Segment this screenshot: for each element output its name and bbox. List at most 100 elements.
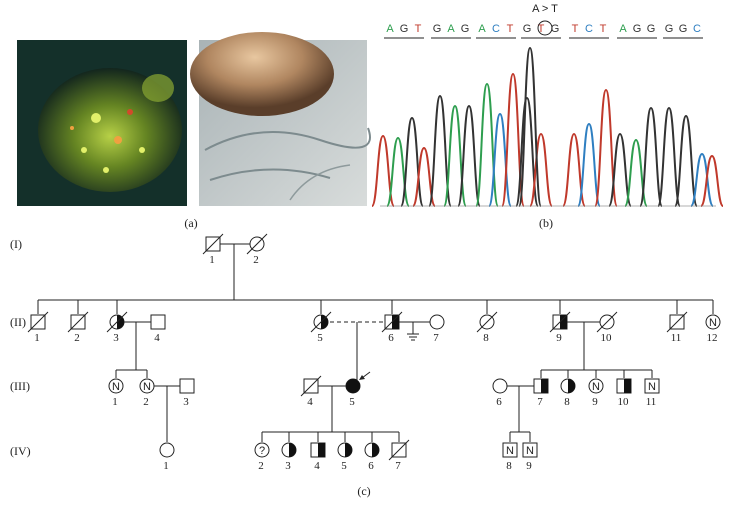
deceased-slash [476,311,498,333]
individual-number: 4 [154,332,160,344]
chromatogram-peak [457,104,481,207]
individual-number: 6 [368,460,374,472]
base-letter: G [679,23,688,35]
deceased-slash [596,311,618,333]
individual-number: 8 [564,396,570,408]
individual-number: 2 [74,332,80,344]
chromatogram-peak [657,106,681,207]
individual-number: 10 [601,332,613,344]
chromatogram-peak [608,132,632,207]
proband-arrowhead [359,375,365,380]
individual-II-4: 4 [150,314,166,344]
status-mark: N [506,445,514,457]
generation-label-I: (I) [10,237,22,251]
base-letter: G [633,23,642,35]
panel-a: (a) [17,32,371,230]
individual-number: 5 [341,460,347,472]
individual-IV-8: N8 [502,442,518,472]
deceased-slash [310,311,332,333]
status-mark: N [143,381,151,393]
deceased-slash [202,233,224,255]
individual-number: 7 [433,332,439,344]
individual-IV-3: 3 [281,442,297,472]
mutation-highlight-circle [537,20,553,36]
base-letter: C [492,23,500,35]
individual-number: 7 [537,396,543,408]
chromatogram-peak [501,72,525,207]
individual-II-8: 8 [476,311,498,344]
female-symbol [254,442,270,458]
deceased-slash [666,311,688,333]
individual-number: 9 [556,332,562,344]
individual-IV-9: N9 [522,442,538,472]
chromatogram-peak [529,132,553,207]
individual-II-1: 1 [27,311,49,344]
immunohistochemistry-micrograph [190,32,371,206]
chromatogram-peak [400,116,424,207]
individual-I-2: 2 [246,233,268,266]
individual-III-4: 4 [300,375,322,408]
individual-number: 2 [258,460,264,472]
carrier-fill [117,315,124,329]
individual-II-3: 3 [106,311,128,344]
individual-III-10: 10 [616,378,632,408]
deceased-slash [381,311,403,333]
carrier-fill [568,379,575,393]
male-symbol [502,442,518,458]
base-letter: T [415,23,422,35]
individual-number: 8 [506,460,512,472]
individual-number: 6 [388,332,394,344]
individual-IV-1: 1 [159,442,175,472]
individual-II-9: 9 [549,311,571,344]
female-symbol [705,314,721,330]
individual-IV-6: 6 [364,442,380,472]
individual-III-1: N1 [108,378,124,408]
base-letter: G [433,23,442,35]
individual-number: 3 [285,460,291,472]
chromatogram-peak [674,114,698,207]
individual-number: 4 [307,396,313,408]
deceased-slash [549,311,571,333]
generation-label-II: (II) [10,315,26,329]
panel-a-caption: (a) [184,216,197,230]
base-letter: G [400,23,409,35]
affected-fill [346,379,360,393]
chromatogram-trace [371,46,724,207]
individual-III-11: N11 [644,378,660,408]
base-letter: T [600,23,607,35]
individual-III-7: 7 [533,378,549,408]
status-mark: N [592,381,600,393]
status-mark: N [112,381,120,393]
base-letter: T [572,23,579,35]
individual-number: 8 [483,332,489,344]
individual-II-11: 11 [666,311,688,344]
individual-number: 5 [317,332,323,344]
individual-number: 5 [349,396,355,408]
chromatogram-peak [488,112,512,207]
mutation-label: A > T [532,3,558,15]
panel-c-pedigree: (I) (II) (III) (IV) [10,233,721,498]
female-symbol [429,314,445,330]
individual-number: 9 [592,396,598,408]
male-symbol [179,378,195,394]
male-symbol [150,314,166,330]
deceased-slash [388,439,410,461]
individual-number: 2 [253,254,259,266]
individual-II-6: 6 [381,311,403,344]
base-letter: C [693,23,701,35]
individual-number: 10 [618,396,630,408]
individual-III-9: N9 [588,378,604,408]
immunofluorescence-micrograph [17,40,187,206]
individual-number: 6 [496,396,502,408]
base-letter: T [538,23,545,35]
individual-III-6: 6 [492,378,508,408]
individual-IV-5: 5 [337,442,353,472]
individual-IV-4: 4 [310,442,326,472]
pedigree-lines [37,243,714,442]
panel-c-caption: (c) [357,484,370,498]
deceased-slash [246,233,268,255]
